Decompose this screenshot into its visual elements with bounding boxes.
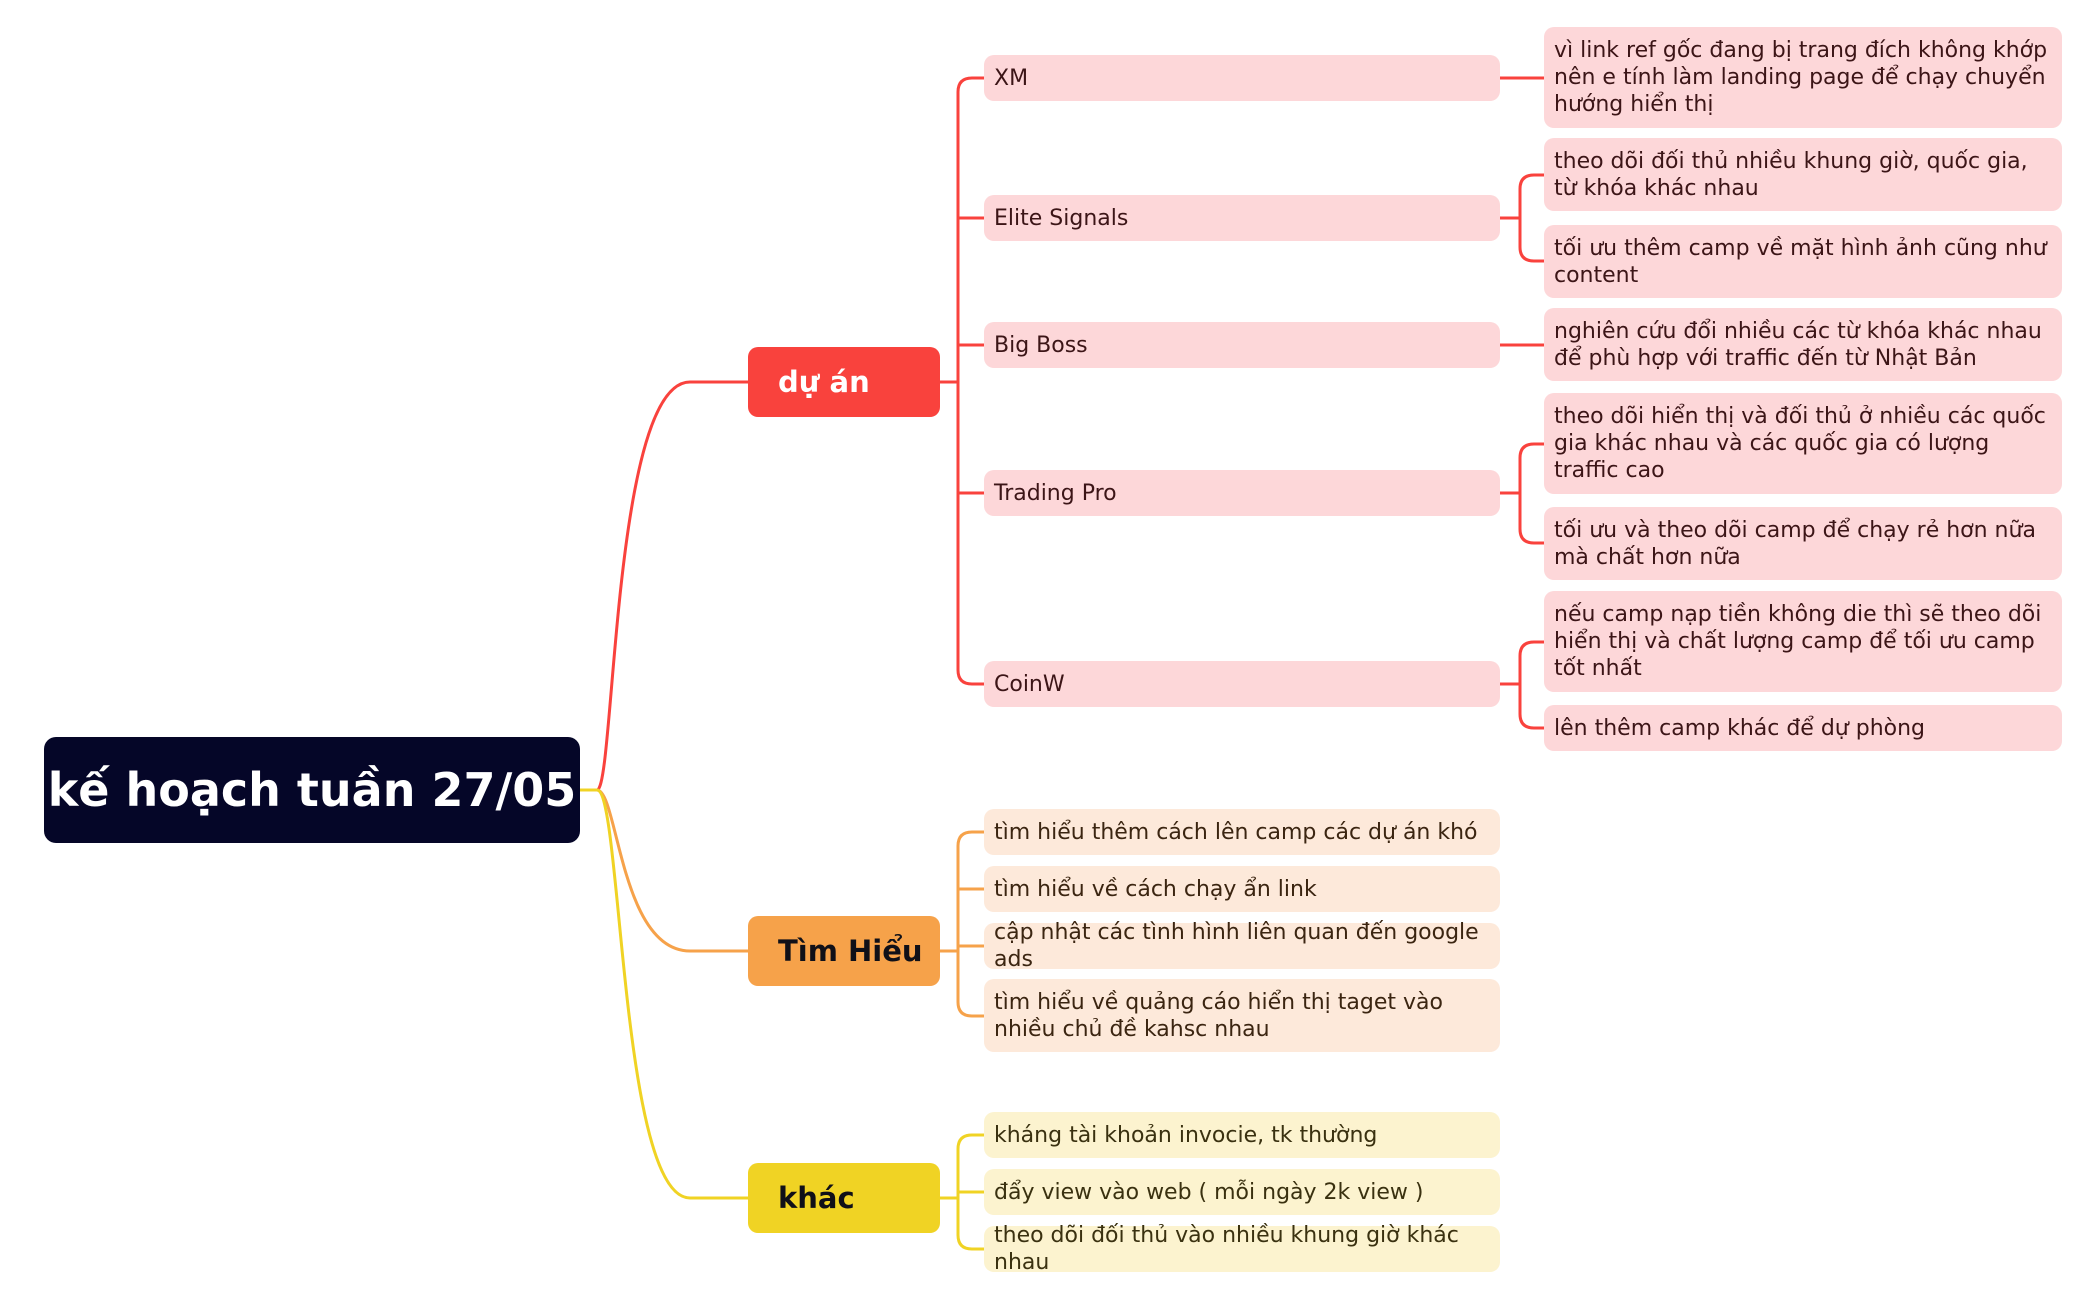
- connector-trading-bracket: [1518, 442, 1546, 545]
- branch-du-an[interactable]: dự án: [748, 347, 940, 417]
- topic-tim-hieu-4[interactable]: tìm hiểu về quảng cáo hiển thị taget vào…: [984, 979, 1500, 1052]
- connector-root-khac: [578, 788, 750, 1200]
- detail-trading-pro-1[interactable]: theo dõi hiển thị và đối thủ ở nhiều các…: [1544, 393, 2062, 494]
- topic-khac-1[interactable]: kháng tài khoản invocie, tk thường: [984, 1112, 1500, 1158]
- connector-du-an-bracket: [956, 76, 986, 686]
- topic-tim-hieu-2[interactable]: tìm hiểu về cách chạy ẩn link: [984, 866, 1500, 912]
- detail-xm[interactable]: vì link ref gốc đang bị trang đích không…: [1544, 27, 2062, 128]
- detail-trading-pro-2[interactable]: tối ưu và theo dõi camp để chạy rẻ hơn n…: [1544, 507, 2062, 580]
- topic-xm[interactable]: XM: [984, 55, 1500, 101]
- detail-coinw-1[interactable]: nếu camp nạp tiền không die thì sẽ theo …: [1544, 591, 2062, 692]
- connector-tim-hieu-bracket: [956, 830, 986, 1018]
- topic-khac-3[interactable]: theo dõi đối thủ vào nhiều khung giờ khá…: [984, 1223, 1500, 1275]
- detail-big-boss[interactable]: nghiên cứu đổi nhiều các từ khóa khác nh…: [1544, 308, 2062, 381]
- branch-tim-hieu[interactable]: Tìm Hiểu: [748, 916, 940, 986]
- connector-coinw-bracket: [1518, 640, 1546, 730]
- detail-elite-signals-1[interactable]: theo dõi đối thủ nhiều khung giờ, quốc g…: [1544, 138, 2062, 211]
- topic-khac-2[interactable]: đẩy view vào web ( mỗi ngày 2k view ): [984, 1169, 1500, 1215]
- detail-elite-signals-2[interactable]: tối ưu thêm camp về mặt hình ảnh cũng nh…: [1544, 225, 2062, 298]
- branch-khac[interactable]: khác: [748, 1163, 940, 1233]
- topic-elite-signals[interactable]: Elite Signals: [984, 195, 1500, 241]
- topic-coinw[interactable]: CoinW: [984, 661, 1500, 707]
- central-topic[interactable]: kế hoạch tuần 27/05: [44, 737, 580, 843]
- connector-elite-bracket: [1518, 173, 1546, 263]
- topic-big-boss[interactable]: Big Boss: [984, 322, 1500, 368]
- connector-root-du-an: [578, 380, 750, 792]
- detail-coinw-2[interactable]: lên thêm camp khác để dự phòng: [1544, 705, 2062, 751]
- topic-trading-pro[interactable]: Trading Pro: [984, 470, 1500, 516]
- topic-tim-hieu-3[interactable]: cập nhật các tình hình liên quan đến goo…: [984, 920, 1500, 972]
- topic-tim-hieu-1[interactable]: tìm hiểu thêm cách lên camp các dự án kh…: [984, 809, 1500, 855]
